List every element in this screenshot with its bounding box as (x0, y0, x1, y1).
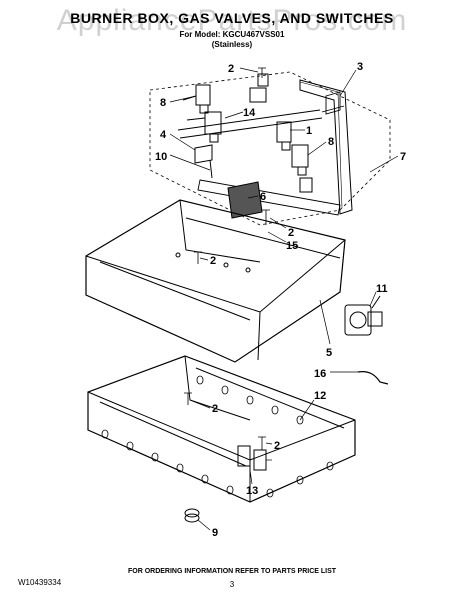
bottom-pan (87, 355, 356, 503)
callout-4: 4 (160, 129, 167, 141)
variant-label: (Stainless) (211, 40, 253, 49)
callout-11: 11 (376, 283, 388, 295)
callout-2: 2 (212, 403, 218, 415)
callout-10: 10 (155, 151, 167, 163)
callout-16: 16 (314, 368, 326, 380)
callout-13: 13 (246, 485, 258, 497)
gas-valve-left (182, 84, 222, 143)
callout-labels: 2 3 8 14 1 8 4 10 6 7 2 15 2 11 5 16 12 … (155, 61, 406, 539)
leader-lines (169, 67, 399, 531)
gas-valve-right (276, 121, 313, 193)
heat-shield-6 (227, 181, 263, 219)
callout-8: 8 (160, 97, 166, 109)
page-number: 3 (229, 580, 235, 589)
fitting-top (249, 73, 269, 103)
ordering-instruction: FOR ORDERING INFORMATION REFER TO PARTS … (127, 568, 337, 575)
document-number: W10439334 (18, 578, 62, 587)
regulator-11 (344, 295, 383, 336)
callout-14: 14 (243, 107, 256, 119)
bracket-4 (194, 144, 213, 164)
callout-8: 8 (328, 136, 334, 148)
valve-group-outline (149, 71, 391, 226)
diagram-title: BURNER BOX, GAS VALVES, AND SWITCHES (70, 10, 394, 26)
callout-7: 7 (400, 151, 406, 163)
callout-9: 9 (212, 527, 218, 539)
nut-9 (184, 508, 200, 523)
callout-2: 2 (228, 63, 234, 75)
callout-12: 12 (314, 390, 326, 402)
callout-3: 3 (357, 61, 363, 73)
callout-2: 2 (210, 255, 216, 267)
callout-2: 2 (274, 440, 280, 452)
wire-harness-16 (357, 371, 389, 385)
callout-15: 15 (286, 240, 298, 252)
model-line: For Model: KGCU467VSS01 (179, 30, 285, 39)
screws (184, 67, 270, 450)
callout-1: 1 (306, 125, 312, 137)
gas-manifold-tube (299, 79, 353, 215)
bracket-3 (321, 91, 345, 115)
burner-box (85, 199, 346, 363)
callout-6: 6 (260, 191, 266, 203)
callout-2: 2 (288, 227, 294, 239)
callout-5: 5 (326, 347, 332, 359)
